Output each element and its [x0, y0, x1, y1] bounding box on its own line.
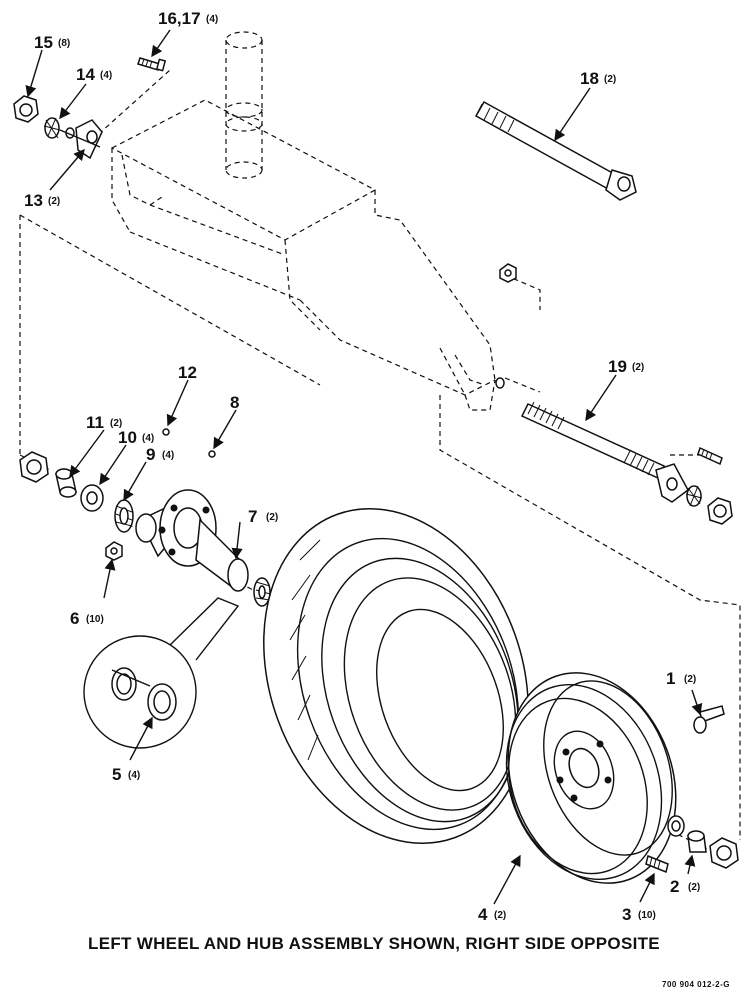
detail-inset — [83, 597, 240, 749]
callout-quantity: (8) — [58, 38, 70, 49]
callout-13: 13 (2) — [24, 191, 60, 210]
callout-number: 4 — [478, 905, 488, 924]
callout-number: 15 — [34, 33, 53, 52]
callout-1: 1 (2) — [666, 669, 696, 688]
callout-9: 9 (4) — [146, 445, 174, 464]
callout-8: 8 — [230, 393, 239, 412]
callout-number: 7 — [248, 507, 257, 526]
tire — [263, 507, 529, 845]
callout-18: 18 (2) — [580, 69, 616, 88]
callout-16-17: 16,17 (4) — [158, 9, 218, 28]
diagram-caption: LEFT WHEEL AND HUB ASSEMBLY SHOWN, RIGHT… — [88, 934, 660, 953]
drawing-number: 700 904 012-2-G — [662, 980, 730, 989]
callout-number: 18 — [580, 69, 599, 88]
callout-number: 6 — [70, 609, 79, 628]
part-7-hub — [135, 428, 271, 607]
part-1-valve-stem — [693, 705, 725, 734]
callout-quantity: (2) — [494, 910, 506, 921]
spindle-frame — [110, 31, 496, 411]
callout-quantity: (4) — [206, 14, 218, 25]
callout-4: 4 (2) — [478, 905, 506, 924]
callout-3: 3 (10) — [622, 905, 656, 924]
callout-number: 1 — [666, 669, 675, 688]
callout-quantity: (2) — [684, 674, 696, 685]
callout-number: 2 — [670, 877, 679, 896]
callout-quantity: (10) — [638, 910, 656, 921]
wheel-rim — [505, 672, 677, 884]
callout-12: 12 — [178, 363, 197, 382]
part-19-tie-rod — [495, 377, 733, 525]
callout-11: 11 (2) — [86, 413, 122, 432]
leader-arrows — [25, 29, 703, 905]
callout-number: 11 — [86, 413, 104, 432]
callout-quantity: (4) — [162, 450, 174, 461]
callout-quantity: (2) — [266, 512, 278, 523]
callout-5: 5 (4) — [112, 765, 140, 784]
hub-hardware-left — [19, 451, 134, 561]
pivot-hardware — [13, 57, 167, 160]
callout-quantity: (2) — [110, 418, 122, 429]
callout-number: 9 — [146, 445, 155, 464]
callout-2: 2 (2) — [670, 877, 700, 896]
callout-number: 13 — [24, 191, 43, 210]
callout-number: 12 — [178, 363, 197, 382]
hub-hardware-right — [667, 815, 739, 869]
callout-quantity: (2) — [688, 882, 700, 893]
callout-number: 19 — [608, 357, 627, 376]
part-3-lug-bolt — [645, 854, 669, 874]
callout-quantity: (2) — [632, 362, 644, 373]
small-nut-right — [499, 263, 517, 283]
callout-number: 3 — [622, 905, 631, 924]
callout-quantity: (2) — [604, 74, 616, 85]
callout-number: 14 — [76, 65, 95, 84]
callout-quantity: (4) — [128, 770, 140, 781]
part-18-axle-pin — [474, 100, 637, 201]
callout-number: 16,17 — [158, 9, 201, 28]
callout-quantity: (4) — [142, 433, 154, 444]
callout-quantity: (2) — [48, 196, 60, 207]
callout-15: 15 (8) — [34, 33, 70, 52]
callout-7: 7 (2) — [248, 507, 278, 526]
callout-number: 8 — [230, 393, 239, 412]
callout-14: 14 (4) — [76, 65, 112, 84]
callout-quantity: (4) — [100, 70, 112, 81]
callout-6: 6 (10) — [70, 609, 104, 628]
callout-number: 5 — [112, 765, 121, 784]
callout-number: 10 — [118, 428, 137, 447]
callout-quantity: (10) — [86, 614, 104, 625]
callout-19: 19 (2) — [608, 357, 644, 376]
callout-10: 10 (4) — [118, 428, 154, 447]
